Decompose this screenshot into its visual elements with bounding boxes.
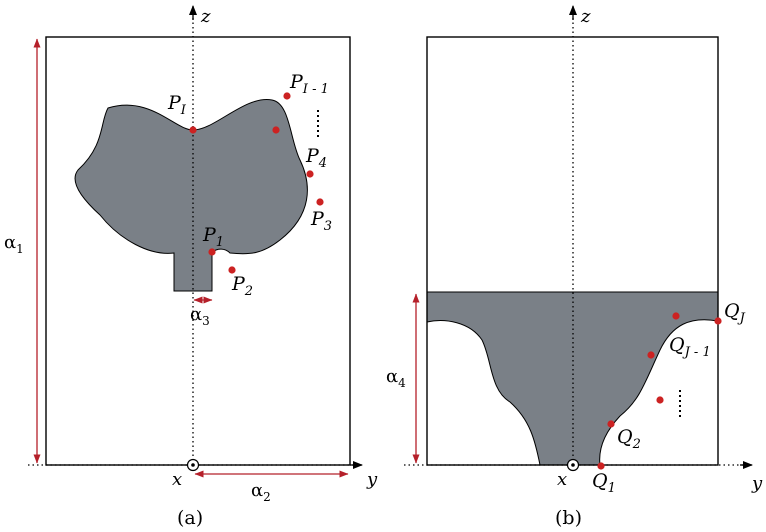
panel-a-point-p1 [208,248,216,256]
panel-a-point-pI [189,126,197,134]
panel-a-alpha3-label: α3 [190,304,210,328]
panel-a-point-p4 [306,170,314,178]
panel-b-point-q1 [597,462,605,470]
panel-a-label-p3: P3 [310,208,332,234]
panel-b-point-qJ-1 [647,351,655,359]
panel-a-label-pI-1: PI - 1 [289,71,329,97]
panel-a-x-label: x [172,469,182,490]
panel-a-control-points [189,92,324,274]
panel-a-shape [74,99,308,292]
panel-b-x-label: x [557,469,567,490]
panel-b-control-points [597,312,722,470]
panel-b-label-qJ-1: QJ - 1 [669,334,711,360]
panel-b-label-q1: Q1 [592,470,616,496]
panel-a-alpha1-label: α1 [4,232,24,256]
panel-b-point-q2 [607,420,615,428]
panel-b-label-qJ: QJ [724,300,746,326]
panel-a-label-pI: PI [167,92,187,118]
panel-a-label-p2: P2 [231,273,253,299]
panel-b: z y x α4 QJ QJ - 1 Q2 Q1 (b) [386,5,763,529]
panel-a: z y x α1 α2 α3 PI PI - 1 P [4,5,378,529]
panel-a-point-p2 [228,266,236,274]
panel-a-caption: (a) [177,507,203,529]
panel-b-point-unlabeled-2 [656,396,664,404]
panel-a-label-p1: P1 [202,224,224,250]
panel-a-z-label: z [200,6,211,27]
panel-a-point-unlabeled [272,126,280,134]
panel-a-y-label: y [366,469,378,490]
panel-b-alpha4-label: α4 [386,366,406,390]
panel-a-alpha2-label: α2 [251,480,271,504]
panel-a-point-pI-1 [283,92,291,100]
panel-b-label-q2: Q2 [617,426,641,452]
panel-b-point-unlabeled [672,312,680,320]
panel-b-z-label: z [580,6,591,27]
panel-a-label-p4: P4 [305,145,327,171]
panel-b-point-qJ [714,317,722,325]
panel-a-point-p3 [316,198,324,206]
panel-b-caption: (b) [555,507,582,529]
panel-b-y-label: y [751,473,763,494]
